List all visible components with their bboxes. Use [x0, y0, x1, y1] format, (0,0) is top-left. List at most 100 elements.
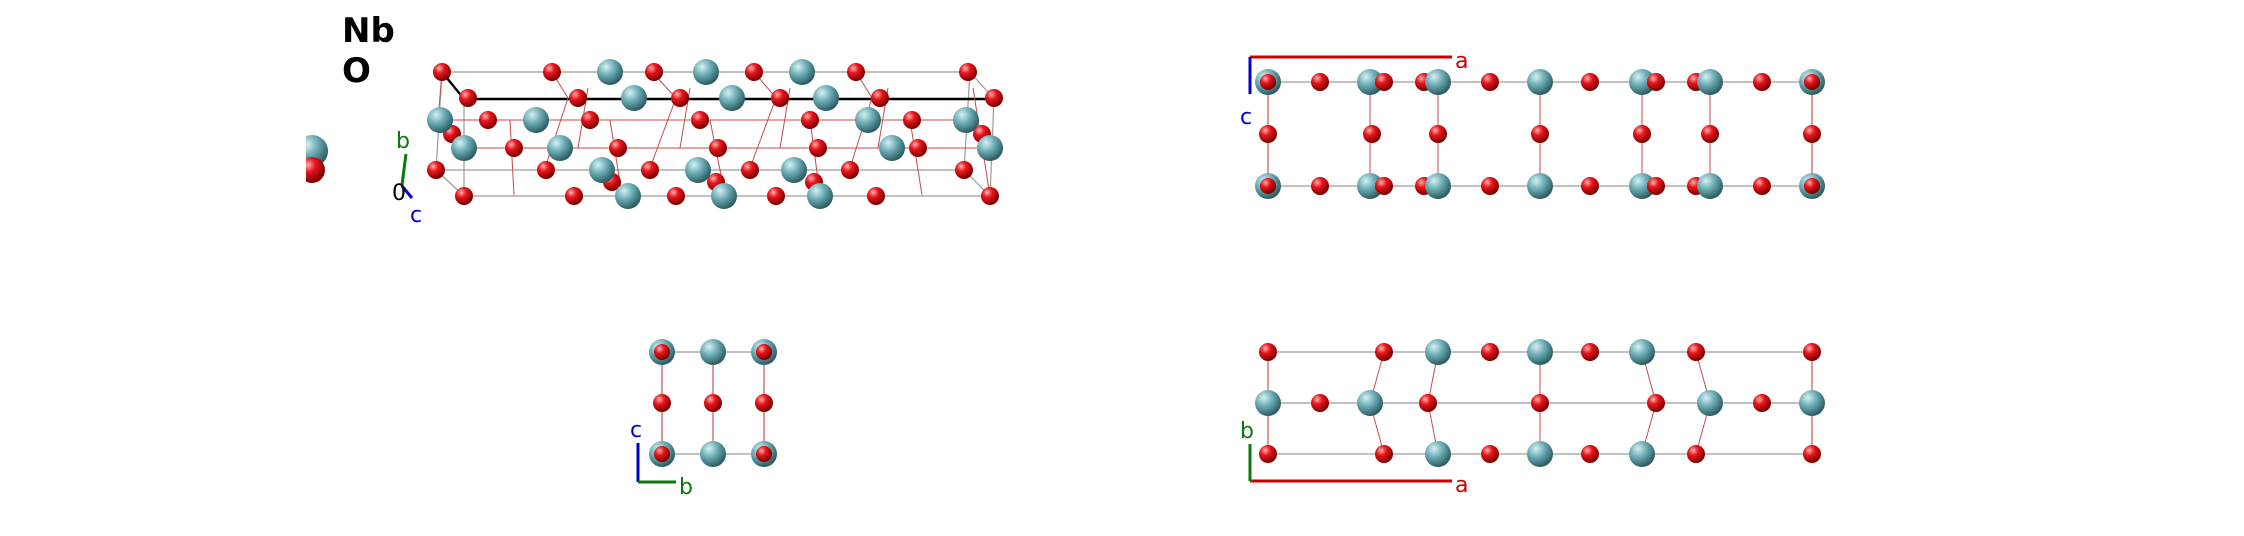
nb-atom [807, 183, 833, 209]
axis-label-a: a [1455, 473, 1468, 498]
o-atom [1581, 343, 1599, 361]
o-atom [1375, 343, 1393, 361]
nb-atom [1527, 441, 1553, 467]
o-atom [1647, 394, 1665, 412]
axis-triad-along-c: b a [1240, 419, 1468, 498]
o-atom [505, 139, 523, 157]
nb-atom [1527, 69, 1553, 95]
axis-label-origin: 0 [392, 181, 406, 206]
atoms-along-b [1255, 69, 1825, 199]
o-atom [1687, 343, 1705, 361]
o-atom [771, 89, 789, 107]
axis-label-a: a [1455, 49, 1468, 74]
o-atom [565, 187, 583, 205]
o-atom [1311, 394, 1329, 412]
o-atom [1429, 125, 1447, 143]
o-atom [1753, 177, 1771, 195]
nb-atom [685, 157, 711, 183]
axis-label-b: b [1240, 419, 1254, 444]
o-atom [909, 139, 927, 157]
nb-atom [1629, 69, 1655, 95]
nb-atom [855, 107, 881, 133]
view-along-a: c b [630, 339, 777, 500]
o-atom [1259, 125, 1277, 143]
o-atom [871, 89, 889, 107]
o-atom [537, 161, 555, 179]
o-atom [569, 89, 587, 107]
nb-atom [1255, 390, 1281, 416]
nb-atom [1527, 173, 1553, 199]
o-atom [1647, 177, 1665, 195]
o-atom [459, 89, 477, 107]
o-atom [1753, 73, 1771, 91]
o-atom [543, 63, 561, 81]
axis-label-b: b [679, 475, 693, 500]
legend-o-label: O [342, 51, 371, 91]
o-atom [609, 139, 627, 157]
o-atom [756, 446, 772, 462]
nb-atom [1357, 69, 1383, 95]
o-atom [1803, 445, 1821, 463]
o-atom [756, 344, 772, 360]
nb-atom [1629, 173, 1655, 199]
nb-atom [1697, 69, 1723, 95]
nb-atom [1357, 390, 1383, 416]
o-atom [1581, 445, 1599, 463]
axis-triad-along-a: c b [630, 418, 693, 500]
o-atom [433, 63, 451, 81]
nb-atom [1629, 339, 1655, 365]
o-atom [671, 89, 689, 107]
o-atom [1259, 343, 1277, 361]
nb-atom [781, 157, 807, 183]
o-atom [1803, 125, 1821, 143]
o-atom [1363, 125, 1381, 143]
o-atom [1803, 343, 1821, 361]
o-atom [641, 161, 659, 179]
o-atom [709, 139, 727, 157]
o-atom [1260, 74, 1276, 90]
o-atom [841, 161, 859, 179]
atoms-along-c [1255, 339, 1825, 467]
o-atom [959, 63, 977, 81]
o-atom [1804, 74, 1820, 90]
o-atom [455, 187, 473, 205]
axis-label-c: c [410, 203, 422, 228]
o-atom [1260, 178, 1276, 194]
nb-atom [700, 339, 726, 365]
nb-atom [1425, 441, 1451, 467]
o-atom [981, 187, 999, 205]
legend-nb-label: Nb [342, 11, 395, 51]
o-atom [1481, 343, 1499, 361]
atoms-perspective [427, 59, 1003, 209]
o-atom [1375, 177, 1393, 195]
nb-atom [719, 85, 745, 111]
o-atom [1701, 125, 1719, 143]
nb-atom [1425, 339, 1451, 365]
o-atom [1581, 73, 1599, 91]
o-atom [645, 63, 663, 81]
nb-atom [621, 85, 647, 111]
o-atom [745, 63, 763, 81]
o-atom [704, 394, 722, 412]
nb-atom [1629, 441, 1655, 467]
axis-triad-perspective: b 0 c [392, 129, 422, 228]
nb-atom [523, 107, 549, 133]
nb-atom [1527, 339, 1553, 365]
nb-atom [789, 59, 815, 85]
nb-atom [1697, 173, 1723, 199]
nb-atom [589, 157, 615, 183]
o-atom [667, 187, 685, 205]
o-atom [809, 139, 827, 157]
o-atom [654, 344, 670, 360]
o-atom [1687, 445, 1705, 463]
nb-atom [953, 107, 979, 133]
o-atom [653, 394, 671, 412]
nb-atom [615, 183, 641, 209]
nb-atom [1357, 173, 1383, 199]
o-atom [1481, 177, 1499, 195]
atoms-along-a [649, 339, 777, 467]
nb-atom [693, 59, 719, 85]
nb-atom [427, 107, 453, 133]
o-atom [985, 89, 1003, 107]
